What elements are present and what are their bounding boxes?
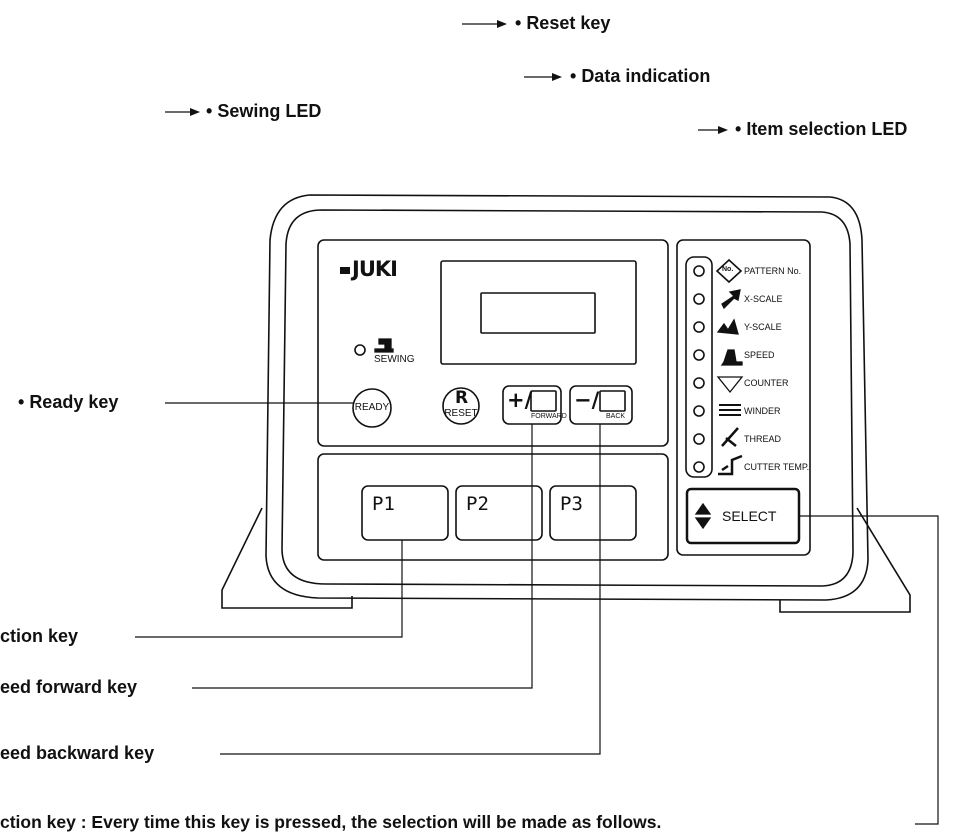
sewing-label: SEWING (374, 354, 415, 365)
xscale-icon (721, 289, 741, 310)
ready-button-label: READY (354, 402, 390, 413)
item-led (693, 461, 705, 473)
leader-select (800, 515, 939, 825)
leader-selection (135, 540, 403, 638)
item-label-winder: WINDER (744, 406, 781, 416)
item-label-yscale: Y-SCALE (744, 322, 782, 332)
counter-icon (716, 376, 744, 394)
callout-selection-key: ction key (0, 626, 79, 646)
item-label-pattern: PATTERN No. (744, 266, 802, 276)
item-label-xscale: X-SCALE (744, 294, 783, 304)
item-label-counter: COUNTER (744, 378, 789, 388)
yscale-icon (716, 318, 739, 335)
arrowhead (718, 126, 728, 134)
select-button-label: SELECT (722, 508, 777, 524)
no-badge-label: No. (722, 266, 734, 273)
item-led (693, 265, 705, 277)
callout-item-selection-led: • Item selection LED (735, 119, 908, 139)
callout-data-indication: • Data indication (570, 66, 711, 86)
left-foot (221, 507, 353, 609)
led-column (685, 256, 713, 478)
reset-button[interactable] (442, 387, 480, 425)
thread-icon (721, 427, 739, 447)
item-led (693, 321, 705, 333)
item-led (693, 377, 705, 389)
cutter-icon (718, 454, 743, 476)
display-window (440, 260, 637, 365)
select-button[interactable] (685, 487, 801, 545)
callout-feed-backward-key: eed backward key (0, 743, 155, 763)
housing-outer (265, 194, 869, 601)
p2-key[interactable] (455, 485, 543, 541)
right-panel (676, 239, 811, 556)
item-led (693, 349, 705, 361)
brand-logo: JUKI (340, 257, 398, 281)
forward-button-symbol: +/ (507, 388, 533, 412)
back-button-symbol: −/ (574, 388, 600, 412)
sewing-machine-icon (374, 338, 394, 353)
right-foot (779, 507, 911, 613)
reset-button-label: RESET (444, 408, 478, 419)
item-led (693, 293, 705, 305)
arrowhead (552, 73, 562, 81)
callout-ready-key: • Ready key (18, 392, 119, 412)
display-lcd (480, 292, 596, 334)
ready-button[interactable] (352, 388, 392, 428)
sewing-led (354, 344, 366, 356)
forward-symbol-box (530, 390, 557, 412)
item-label-speed: SPEED (744, 350, 775, 360)
p1-key[interactable] (361, 485, 449, 541)
callout-sewing-led: • Sewing LED (206, 101, 322, 121)
item-label-thread: THREAD (744, 434, 782, 444)
leader-backward (220, 424, 601, 755)
reset-button-letter: R (455, 388, 469, 408)
speed-icon (720, 349, 743, 366)
back-button-label: BACK (606, 413, 626, 420)
p1-key-label: P1 (372, 493, 395, 515)
arrowhead (497, 20, 507, 28)
callout-selection-key-note: ction key : Every time this key is press… (0, 812, 662, 832)
callout-feed-forward-key: eed forward key (0, 677, 138, 697)
no-badge-icon (715, 258, 743, 284)
p2-key-label: P2 (466, 493, 489, 515)
upper-panel (317, 239, 669, 447)
p3-key-label: P3 (560, 493, 583, 515)
back-symbol-box (599, 390, 626, 412)
item-led (693, 405, 705, 417)
housing-inner (281, 209, 854, 587)
lower-panel (317, 453, 669, 561)
item-label-cutter: CUTTER TEMP. (744, 462, 810, 472)
back-button[interactable] (569, 385, 633, 425)
p3-key[interactable] (549, 485, 637, 541)
select-arrows-icon (694, 502, 712, 530)
leader-forward (192, 424, 533, 689)
arrowhead (190, 108, 200, 116)
item-led (693, 433, 705, 445)
winder-icon (719, 404, 741, 416)
forward-button-label: FORWARD (531, 413, 567, 420)
callout-reset-key: • Reset key (515, 13, 611, 33)
